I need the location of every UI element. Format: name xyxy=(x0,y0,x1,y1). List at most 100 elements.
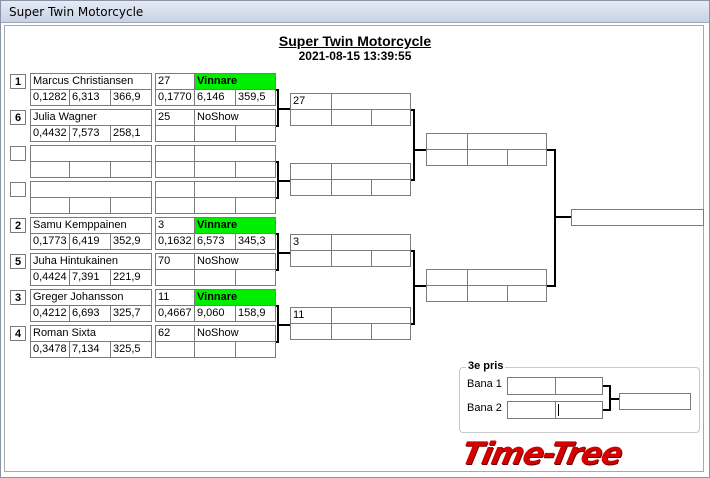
race-status[interactable]: Vinnare xyxy=(194,73,276,90)
elapsed-time: 7,573 xyxy=(69,125,111,142)
result-et xyxy=(194,269,236,286)
semi-reaction xyxy=(426,285,468,302)
race-status[interactable] xyxy=(194,145,276,162)
result-speed: 158,9 xyxy=(235,305,276,322)
third-prize-group xyxy=(459,367,700,433)
driver-name[interactable]: Greger Johansson xyxy=(30,289,152,306)
round2-lane[interactable] xyxy=(290,163,332,180)
round2-lane[interactable]: 11 xyxy=(290,307,332,324)
time-tree-logo: Time-Tree xyxy=(458,436,626,472)
driver-name[interactable] xyxy=(30,181,152,198)
connector-out xyxy=(554,216,571,218)
round2-status[interactable] xyxy=(331,234,411,251)
race-status[interactable]: NoShow xyxy=(194,253,276,270)
seed-number: 1 xyxy=(10,74,26,89)
reaction-time: 0,1282 xyxy=(30,89,70,106)
connector-out xyxy=(277,108,290,110)
result-reaction xyxy=(155,125,195,142)
connector-out xyxy=(413,285,426,287)
title-bar: Super Twin Motorcycle xyxy=(1,1,709,23)
speed xyxy=(110,161,152,178)
lane-number[interactable]: 3 xyxy=(155,217,195,234)
round2-lane[interactable]: 3 xyxy=(290,234,332,251)
lane-number[interactable]: 70 xyxy=(155,253,195,270)
result-speed xyxy=(235,125,276,142)
prize-lane2-b[interactable] xyxy=(555,401,603,419)
reaction-time: 0,1773 xyxy=(30,233,70,250)
prize-winner[interactable] xyxy=(619,393,691,410)
lane-number[interactable]: 27 xyxy=(155,73,195,90)
connector-out xyxy=(277,252,290,254)
semi-lane[interactable] xyxy=(426,269,468,286)
lane-1-label: Bana 1 xyxy=(467,378,502,390)
speed: 221,9 xyxy=(110,269,152,286)
elapsed-time: 6,313 xyxy=(69,89,111,106)
race-status[interactable]: NoShow xyxy=(194,325,276,342)
lane-number[interactable]: 11 xyxy=(155,289,195,306)
result-et xyxy=(194,197,236,214)
elapsed-time: 7,391 xyxy=(69,269,111,286)
reaction-time xyxy=(30,161,70,178)
race-status[interactable] xyxy=(194,181,276,198)
semi-status[interactable] xyxy=(467,269,547,286)
elapsed-time: 7,134 xyxy=(69,341,111,358)
driver-name[interactable]: Julia Wagner xyxy=(30,109,152,126)
speed: 325,7 xyxy=(110,305,152,322)
driver-name[interactable]: Roman Sixta xyxy=(30,325,152,342)
round2-lane[interactable]: 27 xyxy=(290,93,332,110)
lane-number[interactable]: 62 xyxy=(155,325,195,342)
semi-et xyxy=(467,149,508,166)
result-speed: 359,5 xyxy=(235,89,276,106)
lane-2-label: Bana 2 xyxy=(467,402,502,414)
driver-name[interactable] xyxy=(30,145,152,162)
result-reaction xyxy=(155,161,195,178)
connector-bottom xyxy=(603,409,611,411)
semi-speed xyxy=(507,149,547,166)
round2-speed xyxy=(371,250,411,267)
round2-status[interactable] xyxy=(331,163,411,180)
round2-status[interactable] xyxy=(331,307,411,324)
lane-number[interactable] xyxy=(155,145,195,162)
semi-status[interactable] xyxy=(467,133,547,150)
round2-reaction xyxy=(290,179,332,196)
connector-top xyxy=(603,385,611,387)
result-et: 9,060 xyxy=(194,305,236,322)
connector-bottom xyxy=(547,285,555,287)
result-reaction xyxy=(155,269,195,286)
seed-number: 5 xyxy=(10,254,26,269)
driver-name[interactable]: Samu Kemppainen xyxy=(30,217,152,234)
round2-status[interactable] xyxy=(331,93,411,110)
seed-number xyxy=(10,146,26,161)
reaction-time xyxy=(30,197,70,214)
driver-name[interactable]: Juha Hintukainen xyxy=(30,253,152,270)
prize-lane1-b[interactable] xyxy=(555,377,603,395)
connector-top xyxy=(547,149,555,151)
reaction-time: 0,3478 xyxy=(30,341,70,358)
connector-out xyxy=(609,398,619,400)
third-prize-legend: 3e pris xyxy=(466,360,506,372)
result-et: 6,573 xyxy=(194,233,236,250)
speed: 366,9 xyxy=(110,89,152,106)
lane-number[interactable]: 25 xyxy=(155,109,195,126)
result-reaction xyxy=(155,341,195,358)
reaction-time: 0,4432 xyxy=(30,125,70,142)
reaction-time: 0,4212 xyxy=(30,305,70,322)
speed: 352,9 xyxy=(110,233,152,250)
race-status[interactable]: NoShow xyxy=(194,109,276,126)
round2-speed xyxy=(371,109,411,126)
result-et xyxy=(194,341,236,358)
final-winner[interactable] xyxy=(571,209,704,226)
speed: 258,1 xyxy=(110,125,152,142)
result-reaction xyxy=(155,197,195,214)
driver-name[interactable]: Marcus Christiansen xyxy=(30,73,152,90)
semi-lane[interactable] xyxy=(426,133,468,150)
lane-number[interactable] xyxy=(155,181,195,198)
result-et xyxy=(194,161,236,178)
round2-et xyxy=(331,109,372,126)
race-status[interactable]: Vinnare xyxy=(194,217,276,234)
speed xyxy=(110,197,152,214)
round2-speed xyxy=(371,323,411,340)
race-status[interactable]: Vinnare xyxy=(194,289,276,306)
seed-number: 4 xyxy=(10,326,26,341)
semi-speed xyxy=(507,285,547,302)
